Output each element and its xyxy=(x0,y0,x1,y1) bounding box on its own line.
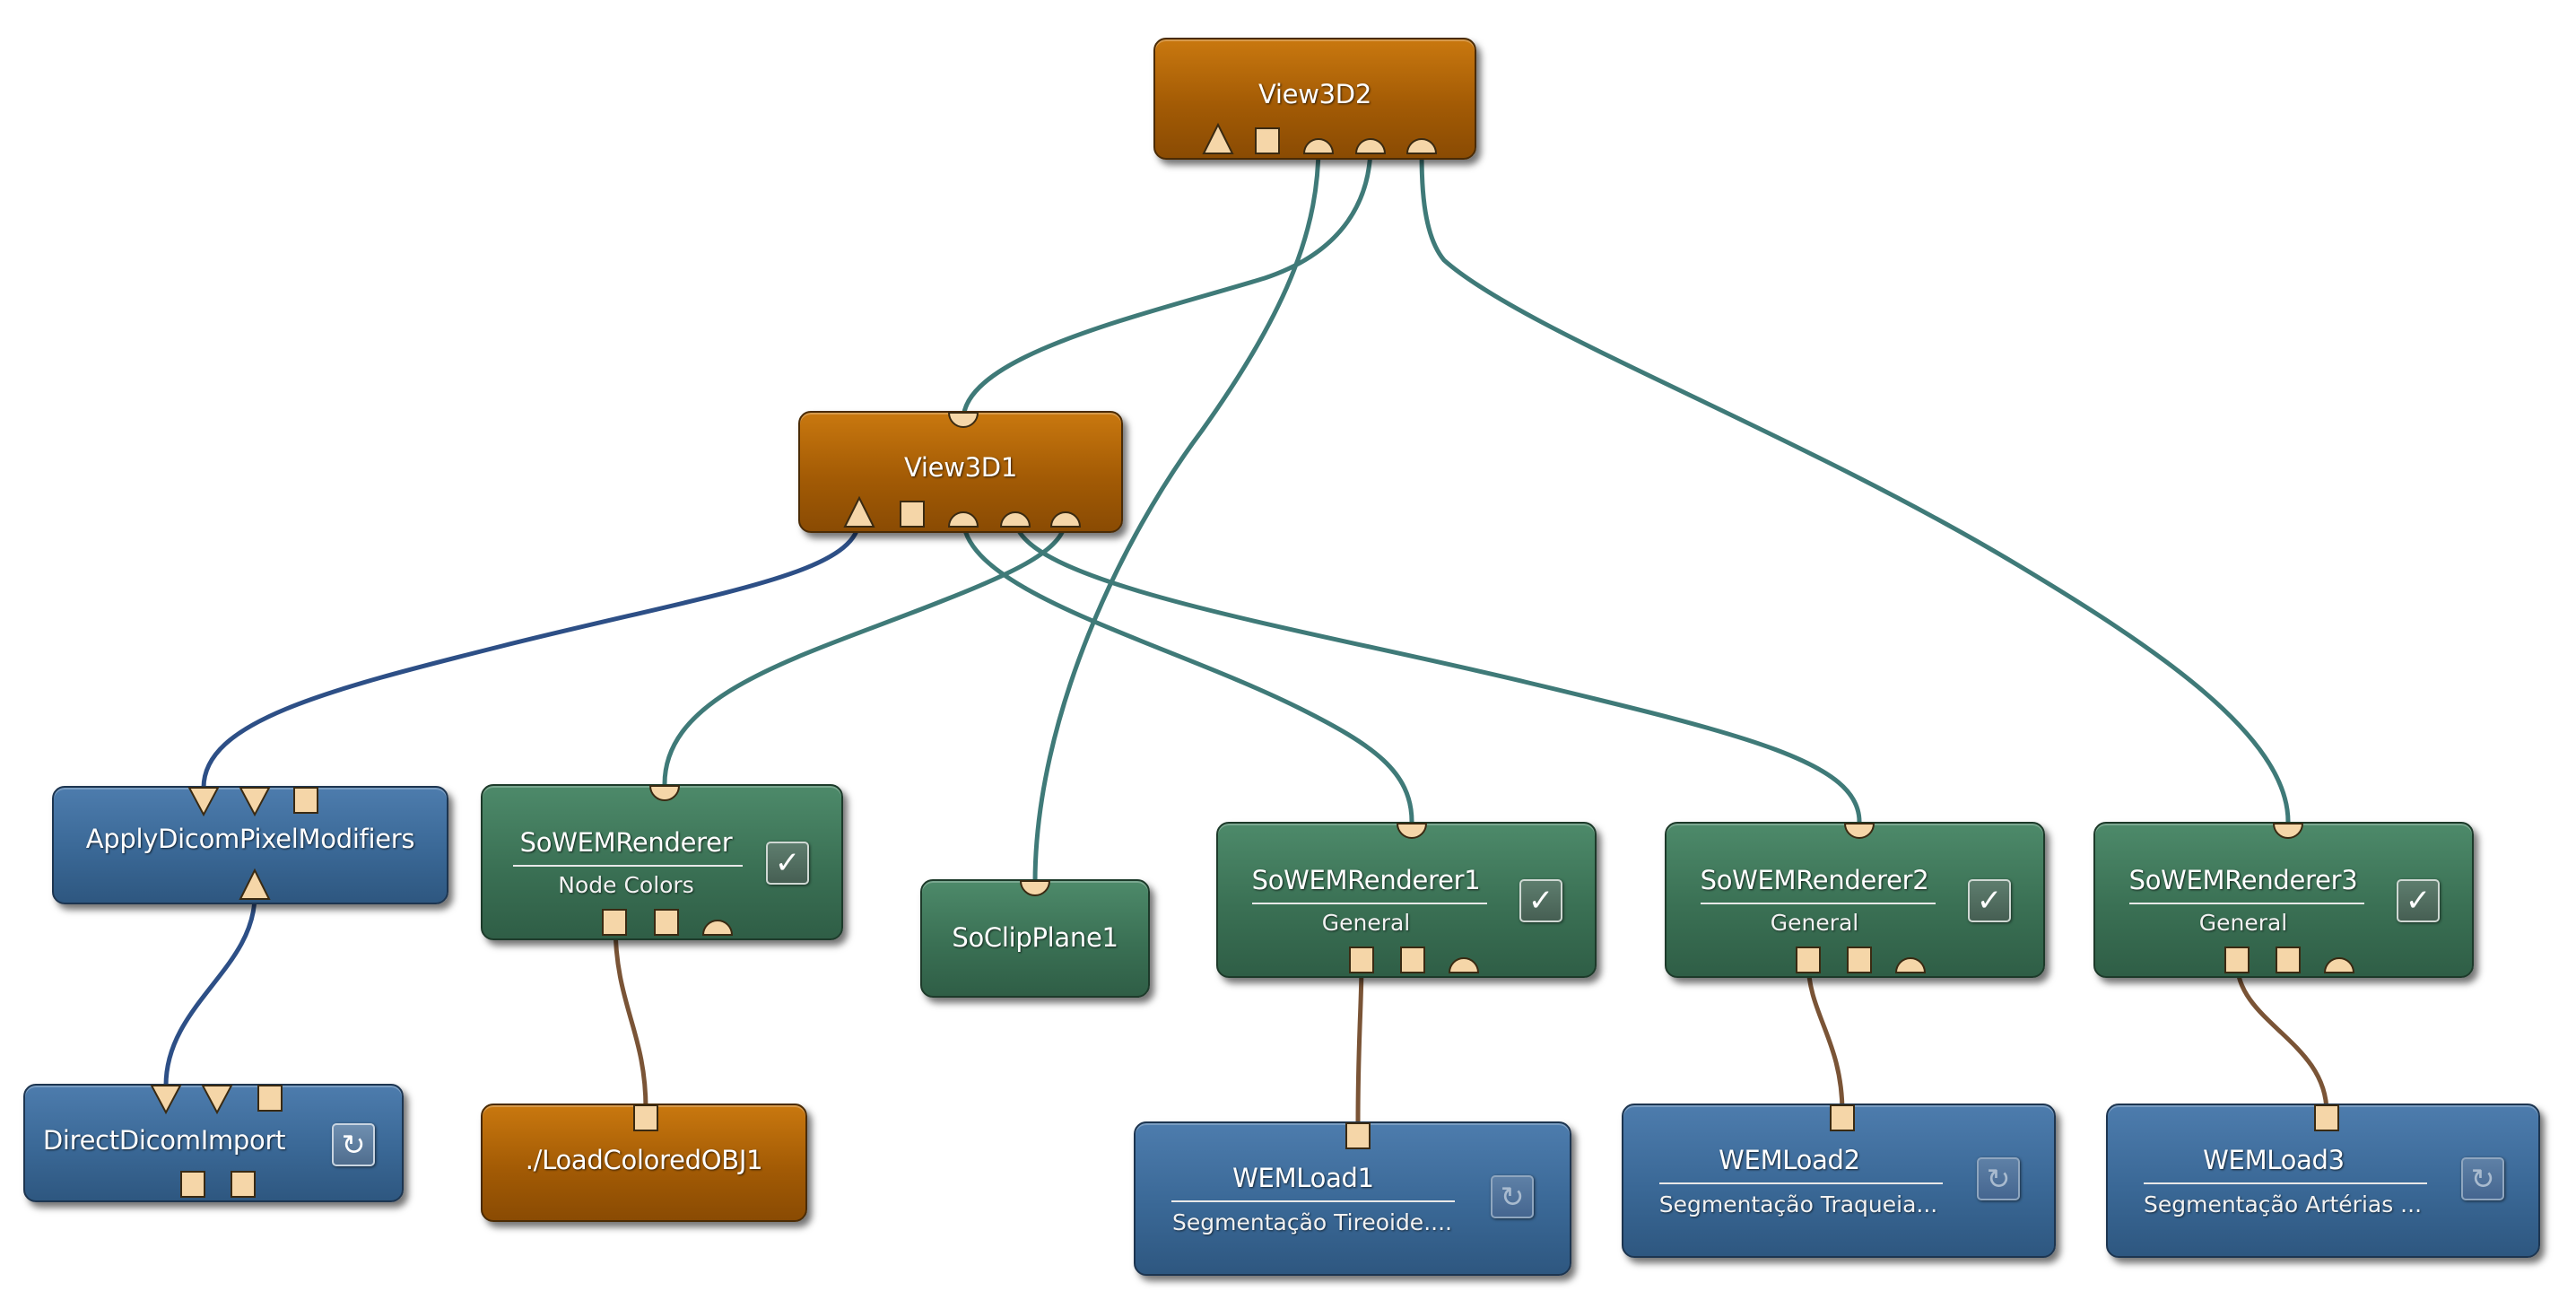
module-title: WEMLoad2 xyxy=(1719,1145,1860,1175)
module-title: SoClipPlane1 xyxy=(952,922,1118,953)
connection-sowemrenderer-to-view3d1[interactable] xyxy=(662,518,1068,785)
module-title: View3D2 xyxy=(1258,79,1371,109)
title-divider xyxy=(2144,1182,2427,1184)
module-title: SoWEMRenderer3 xyxy=(2128,865,2358,895)
title-divider xyxy=(2129,903,2364,904)
module-wemload2[interactable]: WEMLoad2 Segmentação Traqueia... ↻ xyxy=(1622,1104,2056,1258)
module-title: SoWEMRenderer2 xyxy=(1700,865,1929,895)
module-subtitle: Segmentação Tireoide.... xyxy=(1172,1209,1452,1235)
module-subtitle: General xyxy=(2198,910,2288,936)
connection-directdicom-to-applydicom[interactable] xyxy=(163,894,257,1086)
module-loadcoloredobj1[interactable]: ./LoadColoredOBJ1 xyxy=(481,1104,807,1222)
module-title: SoWEMRenderer xyxy=(519,827,733,858)
module-title: ApplyDicomPixelModifiers xyxy=(85,824,415,854)
title-divider xyxy=(1171,1200,1455,1202)
module-subtitle: Segmentação Artérias ... xyxy=(2143,1191,2423,1217)
connection-sowemrenderer2-to-view3d1[interactable] xyxy=(1013,518,1862,823)
connection-applydicom-to-view3d1[interactable] xyxy=(201,518,862,789)
checkmark-icon[interactable]: ✓ xyxy=(1968,879,2011,922)
title-divider xyxy=(1701,903,1936,904)
connection-sowemrenderer1-to-view3d1[interactable] xyxy=(961,518,1414,823)
module-wemload1[interactable]: WEMLoad1 Segmentação Tireoide.... ↻ xyxy=(1134,1121,1571,1276)
checkmark-icon[interactable]: ✓ xyxy=(766,842,809,885)
connection-wemload2-to-sowemrenderer2[interactable] xyxy=(1806,961,1845,1113)
module-subtitle: General xyxy=(1770,910,1859,936)
module-subtitle: Segmentação Traqueia... xyxy=(1658,1191,1938,1217)
connection-view3d1-to-view3d2[interactable] xyxy=(961,144,1373,421)
module-subtitle: Node Colors xyxy=(558,872,694,898)
reload-icon[interactable]: ↻ xyxy=(1977,1157,2020,1200)
connection-wemload1-to-sowemrenderer1[interactable] xyxy=(1355,961,1364,1124)
title-divider xyxy=(1252,903,1487,904)
title-divider xyxy=(513,865,743,867)
module-view3d1[interactable]: View3D1 xyxy=(798,411,1123,533)
connection-loadobj-to-sowemrenderer[interactable] xyxy=(613,923,648,1110)
module-wemload3[interactable]: WEMLoad3 Segmentação Artérias ... ↻ xyxy=(2106,1104,2540,1258)
module-title: View3D1 xyxy=(904,452,1017,483)
module-title: DirectDicomImport xyxy=(42,1125,286,1156)
module-title: WEMLoad1 xyxy=(1232,1163,1374,1193)
module-sowemrenderer3[interactable]: SoWEMRenderer3 General ✓ xyxy=(2093,822,2474,978)
module-title: WEMLoad3 xyxy=(2203,1145,2345,1175)
module-soclipplane1[interactable]: SoClipPlane1 xyxy=(920,879,1150,998)
module-view3d2[interactable]: View3D2 xyxy=(1153,38,1476,160)
checkmark-icon[interactable]: ✓ xyxy=(2397,879,2440,922)
reload-icon[interactable]: ↻ xyxy=(332,1123,375,1166)
module-directdicomimport[interactable]: DirectDicomImport ↻ xyxy=(23,1084,404,1202)
module-sowemrenderer2[interactable]: SoWEMRenderer2 General ✓ xyxy=(1665,822,2045,978)
module-subtitle: General xyxy=(1321,910,1411,936)
module-sowemrenderer[interactable]: SoWEMRenderer Node Colors ✓ xyxy=(481,784,843,940)
module-title: ./LoadColoredOBJ1 xyxy=(525,1145,763,1175)
module-applydicompixelmodifiers[interactable]: ApplyDicomPixelModifiers xyxy=(52,786,448,904)
checkmark-icon[interactable]: ✓ xyxy=(1519,879,1562,922)
title-divider xyxy=(1659,1182,1943,1184)
module-title: SoWEMRenderer1 xyxy=(1251,865,1481,895)
reload-icon[interactable]: ↻ xyxy=(2461,1157,2504,1200)
connection-sowemrenderer3-to-view3d2[interactable] xyxy=(1419,144,2291,823)
connection-soclipplane1-to-view3d2[interactable] xyxy=(1032,144,1321,884)
reload-icon[interactable]: ↻ xyxy=(1491,1175,1534,1218)
connection-wemload3-to-sowemrenderer3[interactable] xyxy=(2234,961,2329,1113)
module-sowemrenderer1[interactable]: SoWEMRenderer1 General ✓ xyxy=(1216,822,1597,978)
